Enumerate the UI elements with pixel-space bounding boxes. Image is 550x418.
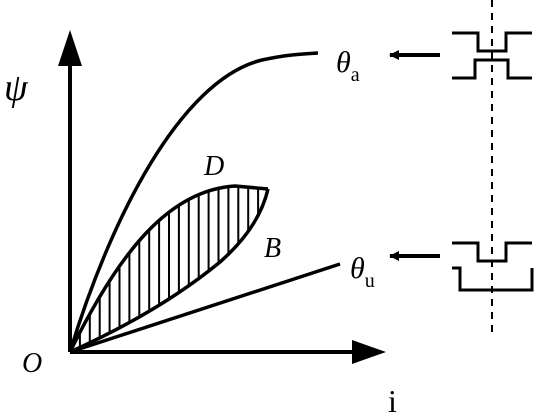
theta-a-label: θa	[336, 46, 360, 86]
theta-u-label: θu	[350, 252, 375, 292]
x-axis-arrowhead	[352, 340, 386, 364]
unaligned-position-icon	[452, 241, 534, 292]
unaligned-line	[69, 262, 341, 354]
origin-label: O	[22, 348, 42, 379]
x-axis-label: i	[388, 383, 397, 418]
energy-loop-hatching	[78, 186, 268, 352]
energy-loop-lower-curve	[69, 188, 270, 354]
point-d-label: D	[203, 151, 224, 182]
y-axis-arrowhead	[58, 30, 82, 66]
aligned-curve	[68, 51, 319, 353]
aligned-position-icon	[452, 31, 532, 80]
point-b-label: B	[264, 233, 281, 264]
y-axis-label: ψ	[4, 67, 29, 109]
energy-loop-upper-curve	[68, 184, 269, 353]
